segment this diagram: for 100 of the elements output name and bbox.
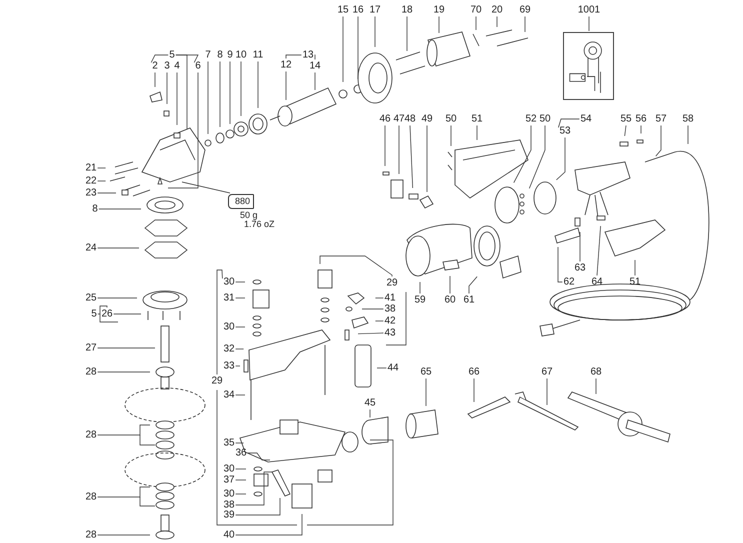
weight-label: 50 g — [240, 210, 258, 220]
leader-line — [558, 246, 563, 282]
leader-line — [154, 72, 156, 88]
leader-line — [426, 125, 428, 192]
leader-line — [342, 16, 344, 82]
leader-line — [235, 472, 272, 506]
callout-number: 28 — [85, 430, 97, 440]
callout-number: 12 — [280, 60, 292, 70]
callout-number: 32 — [223, 344, 235, 354]
leader-line — [97, 306, 108, 314]
leader-line — [406, 16, 408, 52]
callout-number: 11 — [252, 50, 264, 60]
leader-line — [314, 54, 316, 60]
callout-number: 70 — [470, 4, 482, 16]
callout-number: 2 — [152, 60, 158, 72]
leader-line — [182, 182, 230, 194]
callout-number: 38 — [384, 304, 396, 314]
leader-line — [240, 61, 242, 116]
leader-line — [168, 72, 198, 188]
callout-number: 48 — [404, 114, 416, 124]
grease-tube: 880 — [228, 194, 254, 209]
callout-number: 9 — [227, 50, 233, 60]
leader-line — [235, 442, 244, 444]
callout-number: 18 — [401, 4, 413, 16]
callout-number: 54 — [580, 114, 592, 124]
leader-line — [176, 72, 178, 126]
callout-number: 62 — [563, 276, 575, 288]
callout-number: 46 — [379, 114, 391, 124]
leader-line — [362, 308, 384, 310]
leader-line — [410, 125, 414, 188]
leader-line — [247, 452, 270, 460]
callout-number: 43 — [384, 328, 396, 338]
callout-number: 51 — [471, 114, 483, 124]
callout-number: 34 — [223, 390, 235, 400]
leader-line — [588, 16, 590, 32]
leader-line — [98, 208, 142, 210]
callout-number: 49 — [421, 114, 433, 124]
wiring-diagram-picture — [563, 32, 614, 100]
leader-line — [235, 394, 246, 396]
leader-line — [384, 125, 386, 166]
callout-number: 35 — [223, 438, 235, 448]
leader-line — [97, 534, 150, 536]
leader-line — [640, 125, 642, 134]
leader-line — [624, 125, 626, 136]
callout-number: 5 — [169, 50, 175, 60]
leader-line — [235, 514, 302, 536]
callout-number: 30 — [223, 276, 235, 288]
leader-line — [496, 16, 498, 28]
leader-line — [235, 468, 246, 470]
callout-number: 63 — [574, 262, 586, 274]
callout-number: 39 — [223, 510, 235, 520]
callout-number: 17 — [369, 4, 381, 16]
callout-number: 1001 — [578, 4, 600, 16]
callout-number: 60 — [444, 294, 456, 306]
callout-number: 4 — [174, 60, 180, 72]
callout-number: 28 — [85, 530, 97, 540]
callout-number: 8 — [217, 50, 223, 60]
callout-number: 30 — [223, 488, 235, 500]
callout-number: 44 — [387, 362, 399, 374]
leader-line — [235, 498, 280, 516]
leader-line — [97, 180, 106, 182]
leader-line — [546, 378, 548, 406]
leader-line — [175, 54, 199, 63]
weight-label: 1.76 oZ — [244, 219, 275, 229]
leader-line — [97, 192, 116, 194]
leader-line — [314, 72, 316, 90]
callout-number: 55 — [620, 114, 632, 124]
callout-number: 16 — [352, 4, 364, 16]
leader-line — [375, 320, 384, 322]
callout-number: 31 — [223, 292, 235, 304]
leader-line — [438, 16, 440, 34]
callout-number: 22 — [85, 176, 97, 186]
callout-number: 27 — [85, 342, 97, 354]
leader-line — [320, 256, 392, 277]
callout-number: 29 — [211, 376, 223, 386]
leader-line — [286, 54, 302, 59]
callout-number: 15 — [337, 4, 349, 16]
callout-number: 5 — [91, 308, 97, 320]
leader-line — [235, 326, 246, 328]
callout-number: 67 — [541, 366, 553, 378]
callout-number: 68 — [590, 366, 602, 378]
callout-number: 26 — [101, 308, 113, 320]
leader-line — [558, 118, 580, 128]
callout-number: 58 — [682, 114, 694, 124]
callout-number: 53 — [559, 126, 571, 136]
leader-line — [596, 226, 601, 276]
callout-number: 50 — [445, 114, 457, 124]
leader-line — [476, 125, 478, 140]
leader-line — [655, 125, 662, 156]
leader-line — [216, 270, 223, 375]
callout-number: 10 — [235, 50, 247, 60]
callout-number: 37 — [223, 474, 235, 486]
callout-number: 40 — [223, 530, 235, 540]
callout-number: 6 — [195, 60, 201, 72]
leader-line — [374, 16, 376, 48]
callout-number: 13 — [302, 50, 314, 60]
callout-number: 19 — [433, 4, 445, 16]
leader-line — [556, 137, 566, 180]
callout-number: 28 — [85, 366, 97, 378]
callout-number: 59 — [414, 294, 426, 306]
